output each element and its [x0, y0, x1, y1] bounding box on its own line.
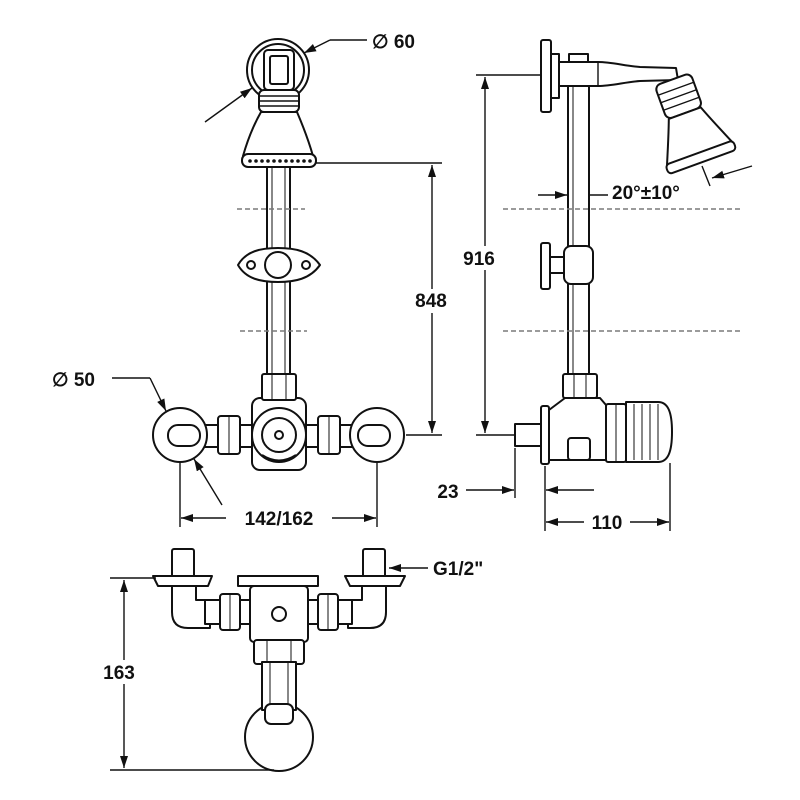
slide-bracket-front — [237, 247, 321, 283]
screw-hole-left — [246, 260, 256, 270]
shower-arm-side — [558, 53, 679, 87]
dimension-inlet-centers: 142/162 — [179, 463, 378, 530]
section-lines-front — [237, 208, 307, 332]
dial-grip-ridges — [261, 454, 297, 462]
inlet-flange-side — [540, 405, 550, 465]
riser-pipe-side — [567, 85, 590, 377]
mixer-side — [514, 373, 673, 465]
right-flange-top — [344, 575, 406, 587]
top-view — [152, 548, 406, 772]
leader-arrow-lower — [193, 458, 223, 506]
joint-ring — [657, 81, 694, 96]
left-flange-top — [152, 575, 213, 587]
label-thread: G1/2" — [433, 559, 483, 580]
label-head-tilt: 20°±10° — [612, 183, 680, 204]
label-916: 916 — [463, 249, 495, 270]
bracket-clamp — [563, 245, 594, 285]
head-rim-side — [665, 140, 737, 175]
check-valve-cap — [271, 606, 287, 622]
dimension-head-diameter: ∅ 60 — [204, 32, 415, 123]
shower-arm — [558, 61, 679, 87]
front-view — [152, 38, 405, 471]
arm-top-nut — [568, 53, 589, 63]
dimension-848: 848 — [316, 162, 454, 436]
side-view — [514, 39, 737, 465]
dimension-thread: G1/2" — [389, 559, 483, 580]
dial-center — [274, 430, 284, 440]
lower-nut-top — [253, 639, 305, 665]
leader-arrow-lower — [204, 87, 253, 123]
center-plate-top — [237, 575, 319, 587]
screw-hole-right — [301, 260, 311, 270]
dimension-916: 916 — [457, 74, 541, 436]
head-bell-front — [242, 111, 314, 157]
label-110: 110 — [592, 513, 623, 534]
label-bg-110 — [584, 510, 630, 534]
label-23: 23 — [437, 482, 458, 503]
wall-plate — [540, 39, 552, 113]
label-eccentric-diameter: ∅ 50 — [52, 370, 95, 391]
left-inlet-stub-top — [171, 548, 195, 580]
outlet-end-top — [264, 703, 294, 725]
control-knob-side — [625, 401, 673, 463]
leader-arrow-upper — [303, 39, 331, 54]
top-nut-front — [261, 373, 297, 401]
pivot-block — [269, 55, 289, 85]
shower-head-front — [241, 89, 317, 168]
label-head-diameter: ∅ 60 — [372, 32, 415, 53]
outlet-pipe-top — [261, 661, 297, 711]
dimension-eccentric-diameter: ∅ 50 — [52, 370, 223, 506]
right-eccentric-top — [347, 585, 387, 629]
riser-pipe-outline — [567, 85, 590, 377]
dimension-head-tilt: 20°±10° — [538, 165, 753, 204]
outlet-plug-side — [567, 437, 591, 461]
wall-flange-front — [246, 38, 310, 102]
spray-nozzles — [248, 159, 312, 163]
top-nut-side — [562, 373, 598, 399]
section-lines-side — [503, 208, 742, 332]
mixer-front — [152, 373, 405, 471]
wall-plate-side — [540, 39, 560, 113]
wall-plate-boss — [550, 53, 560, 99]
label-bg-163 — [97, 660, 141, 684]
inlet-stub-side — [514, 423, 544, 447]
slide-bracket-side — [540, 242, 594, 290]
joint-ring — [660, 89, 697, 104]
bracket-clamp — [264, 251, 292, 279]
leader-arrow-upper — [149, 377, 167, 412]
tilt-arrow-head — [711, 165, 753, 179]
label-163: 163 — [103, 663, 135, 684]
dimension-23: 23 — [437, 448, 594, 531]
right-inlet-stub-top — [362, 548, 386, 580]
label-bg-916 — [457, 246, 501, 270]
label-bg-848 — [410, 289, 454, 313]
joint-ring — [663, 96, 700, 111]
dimension-163: 163 — [97, 577, 274, 771]
left-eccentric-slot — [167, 424, 201, 447]
dimension-110: 110 — [546, 463, 671, 534]
shower-head-side — [655, 73, 737, 175]
label-848: 848 — [415, 291, 447, 312]
bracket-wall-plate — [540, 242, 551, 290]
right-eccentric-slot — [357, 424, 391, 447]
tilt-extension — [701, 165, 711, 187]
label-inlet-centers: 142/162 — [245, 509, 314, 530]
label-bg-centers — [226, 506, 332, 530]
